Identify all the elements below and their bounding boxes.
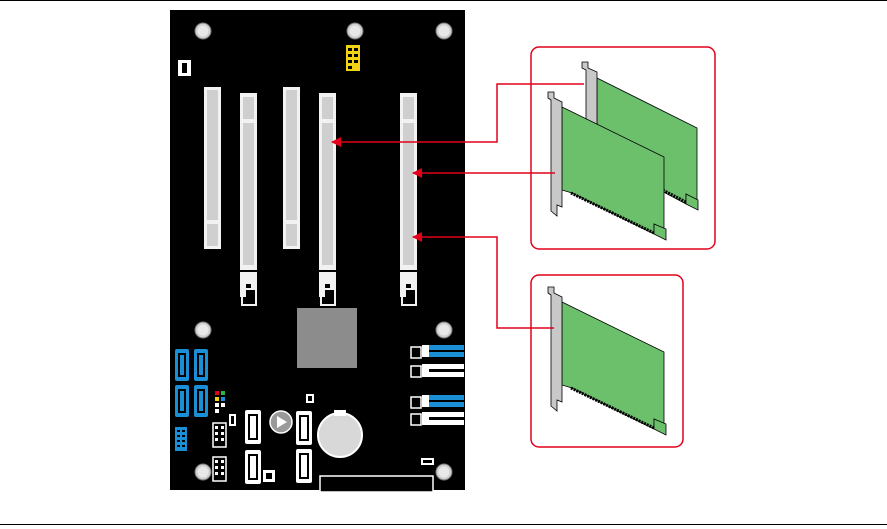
mounting-hole-icon bbox=[195, 464, 211, 480]
pcie-slot-4 bbox=[400, 93, 417, 305]
front-panel-header bbox=[346, 45, 360, 71]
jumper bbox=[229, 414, 236, 426]
mounting-hole-icon bbox=[195, 322, 211, 338]
small-header bbox=[306, 394, 314, 403]
mounting-hole-icon bbox=[195, 23, 211, 39]
sata-port-white bbox=[245, 450, 261, 484]
mounting-hole-icon bbox=[347, 23, 363, 39]
sata-port bbox=[175, 349, 189, 381]
dual-card-callout bbox=[531, 47, 715, 249]
fan-header bbox=[178, 60, 191, 76]
sata-port-white bbox=[296, 449, 312, 483]
small-header bbox=[263, 470, 275, 482]
mounting-hole-icon bbox=[436, 23, 452, 39]
pci-slot-1 bbox=[204, 87, 221, 249]
sata-port-white bbox=[296, 411, 312, 445]
sata-port bbox=[194, 349, 208, 381]
jumper bbox=[421, 458, 434, 465]
pcie-slot-2 bbox=[240, 93, 257, 305]
sata-port bbox=[175, 385, 189, 417]
mounting-hole-icon bbox=[436, 322, 452, 338]
pcie-slot-3 bbox=[319, 93, 336, 305]
mounting-hole-icon bbox=[436, 464, 452, 480]
chipset-heatsink bbox=[297, 308, 357, 368]
sata-port-white bbox=[245, 410, 261, 444]
bottom-connector bbox=[320, 476, 433, 492]
sata-port bbox=[194, 385, 208, 417]
single-card-callout bbox=[531, 275, 683, 447]
usb-header bbox=[175, 427, 187, 451]
pci-slot-3 bbox=[283, 87, 300, 249]
motherboard bbox=[170, 10, 465, 492]
play-icon bbox=[270, 411, 292, 433]
